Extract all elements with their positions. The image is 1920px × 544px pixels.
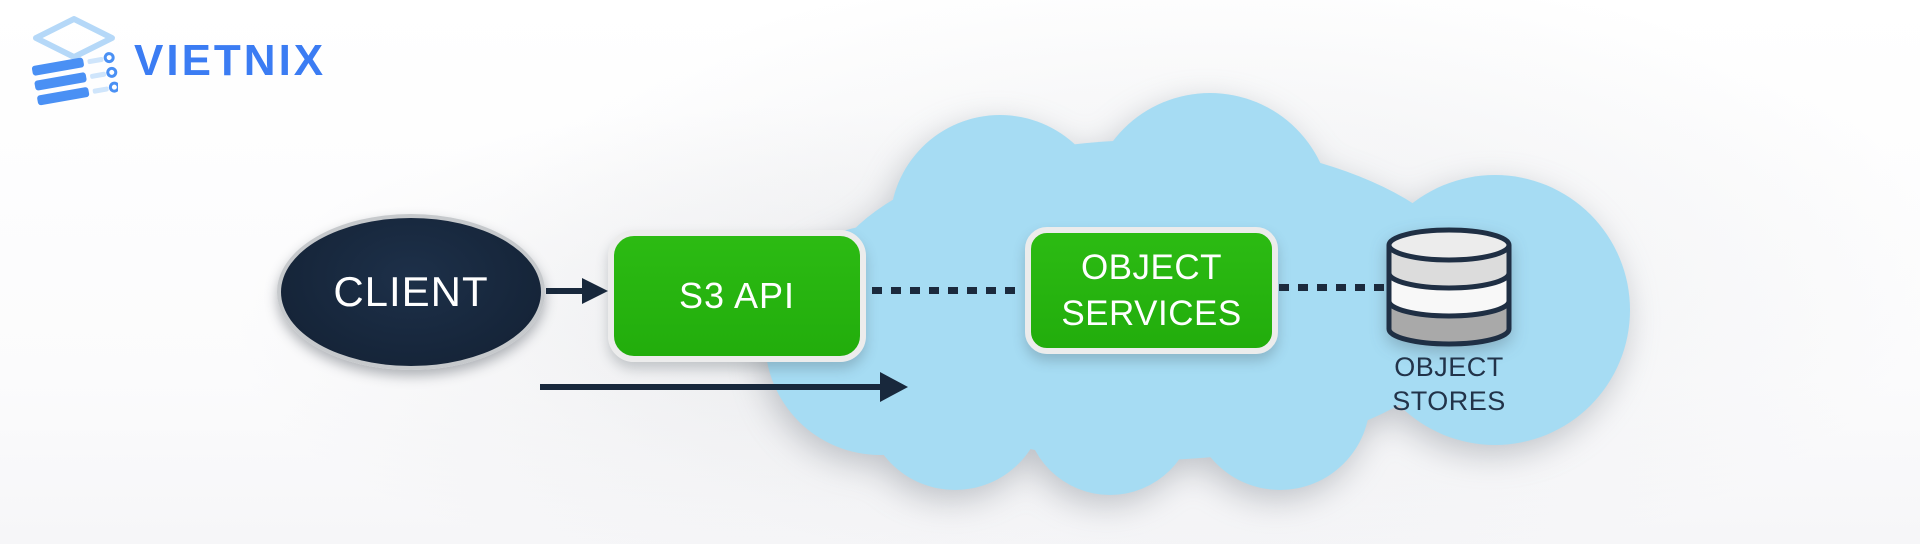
client-label: CLIENT <box>333 268 489 315</box>
object-services-line1: OBJECT <box>1080 247 1223 287</box>
s3-api-label: S3 API <box>678 275 796 316</box>
arrow-client-to-s3api <box>546 278 610 304</box>
object-stores-line2: STORES <box>1392 386 1506 416</box>
vietnix-logo-icon <box>31 16 118 106</box>
arrow-client-to-cloud <box>540 372 908 402</box>
object-stores-label: OBJECT STORES <box>1358 350 1540 418</box>
arrow-head-icon <box>880 372 908 402</box>
brand-logo: VIETNIX <box>30 14 326 108</box>
object-services-label: OBJECT SERVICES <box>1061 245 1241 337</box>
object-stores-database-icon <box>1386 227 1512 347</box>
arrow-shaft <box>540 384 884 390</box>
node-object-services: OBJECT SERVICES <box>1025 227 1278 354</box>
arrow-head-icon <box>582 278 608 304</box>
arrow-shaft <box>546 288 584 294</box>
dotted-link-s3api-to-object-services <box>872 287 1022 294</box>
dotted-link-object-services-to-object-stores <box>1279 284 1385 291</box>
node-s3-api: S3 API <box>608 230 866 362</box>
object-stores-line1: OBJECT <box>1394 352 1504 382</box>
object-services-line2: SERVICES <box>1061 293 1242 333</box>
node-client: CLIENT <box>277 214 545 370</box>
brand-name: VIETNIX <box>134 36 327 85</box>
